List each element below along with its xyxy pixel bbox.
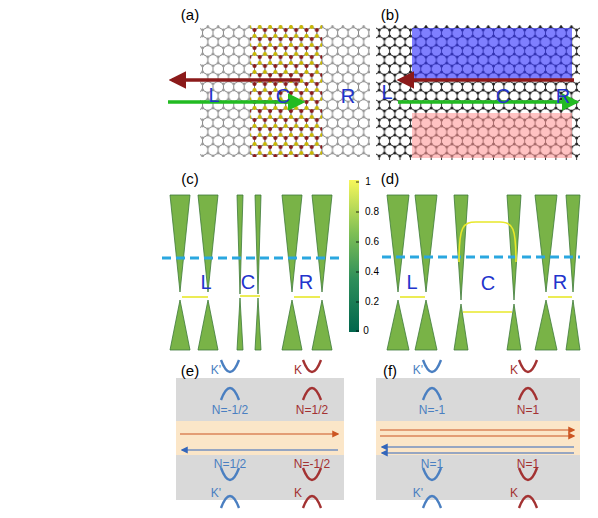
region-label: C	[276, 86, 290, 106]
valley-label: K	[294, 487, 302, 499]
region-label: R	[299, 272, 313, 292]
panel-label: (c)	[181, 171, 199, 186]
region-label: L	[406, 272, 417, 292]
region-label: R	[553, 272, 567, 292]
valley-label: K'	[211, 487, 221, 499]
chern-label: N=-1/2	[294, 458, 330, 470]
valley-label: K'	[413, 487, 423, 499]
chern-label: N=1/2	[296, 404, 328, 416]
region-label: L	[208, 85, 219, 105]
schematic-f	[376, 378, 580, 500]
chern-label: N=1	[517, 458, 539, 470]
chern-label: N=1	[421, 458, 443, 470]
valley-label: K	[510, 487, 518, 499]
region-label: L	[200, 272, 211, 292]
colorbar-tick: 0	[363, 326, 369, 336]
lattice-a	[168, 25, 370, 157]
region-label: R	[556, 86, 570, 106]
colorbar-tick: 0.2	[365, 297, 379, 307]
colorbar-ticks	[356, 182, 359, 331]
region-label: R	[341, 86, 355, 106]
band-structure-c	[162, 195, 342, 350]
valley-label: K	[294, 364, 302, 376]
colorbar-tick: 0.8	[365, 207, 379, 217]
panel-label: (e)	[181, 363, 199, 378]
chern-label: N=-1/2	[212, 404, 248, 416]
colorbar-tick: 1	[365, 177, 371, 187]
valley-label: K'	[413, 364, 423, 376]
schematic-e	[176, 378, 344, 500]
region-label: L	[381, 82, 392, 102]
chern-label: N=1/2	[214, 458, 246, 470]
panel-label: (a)	[181, 7, 199, 22]
chern-label: N=1	[517, 404, 539, 416]
region-label: C	[241, 272, 255, 292]
band-structure-d	[382, 195, 580, 350]
panel-label: (d)	[381, 171, 399, 186]
valley-label: K	[510, 364, 518, 376]
colorbar	[349, 180, 359, 332]
panel-label: (f)	[383, 363, 397, 378]
lattice-b	[376, 25, 580, 160]
panel-label: (b)	[381, 7, 399, 22]
chern-label: N=-1	[419, 404, 445, 416]
colorbar-tick: 0.6	[365, 237, 379, 247]
valley-label: K'	[211, 364, 221, 376]
region-label: C	[481, 273, 495, 293]
region-label: C	[496, 86, 510, 106]
valley-cones	[221, 360, 537, 508]
colorbar-tick: 0.4	[365, 267, 379, 277]
